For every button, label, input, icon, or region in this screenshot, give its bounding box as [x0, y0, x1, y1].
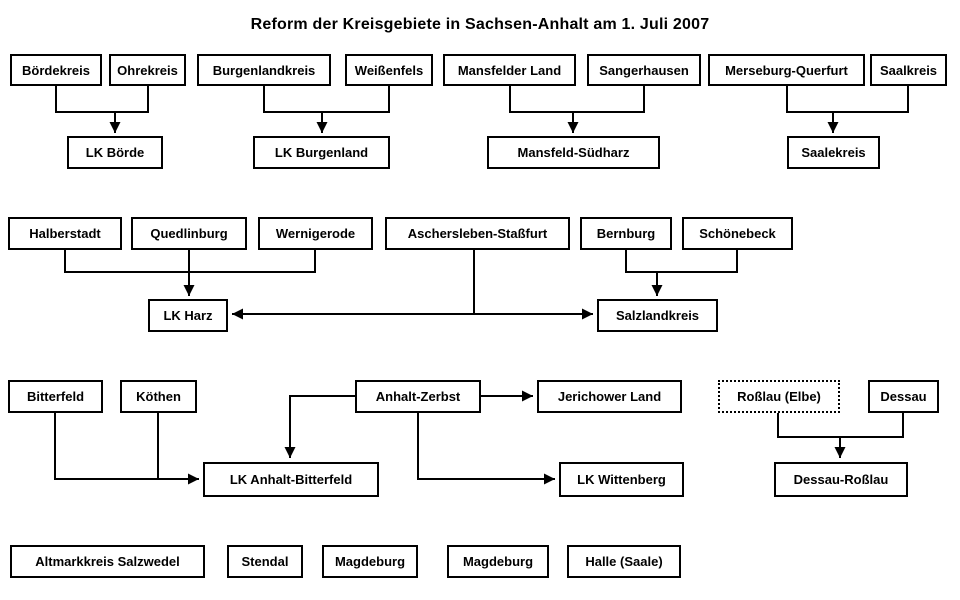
node-ohrekreis: Ohrekreis	[109, 54, 186, 86]
node-lk-boerde: LK Börde	[67, 136, 163, 169]
node-schoenebeck: Schönebeck	[682, 217, 793, 250]
node-altmarkkreis-salzwedel: Altmarkkreis Salzwedel	[10, 545, 205, 578]
node-weissenfels: Weißenfels	[345, 54, 433, 86]
node-quedlinburg: Quedlinburg	[131, 217, 247, 250]
node-dessau: Dessau	[868, 380, 939, 413]
edge-merge-boerde-bracket	[55, 86, 149, 113]
edge-anhalt-zerbst-to-anhalt-bitterfeld	[284, 395, 355, 458]
node-lk-harz: LK Harz	[148, 299, 228, 332]
node-lk-burgenland: LK Burgenland	[253, 136, 390, 169]
node-saalekreis: Saalekreis	[787, 136, 880, 169]
edge-anhalt-zerbst-to-wittenberg	[417, 413, 555, 485]
node-burgenlandkreis: Burgenlandkreis	[197, 54, 331, 86]
node-rosslau-elbe: Roßlau (Elbe)	[718, 380, 840, 413]
node-stendal: Stendal	[227, 545, 303, 578]
node-salzlandkreis: Salzlandkreis	[597, 299, 718, 332]
node-koethen: Köthen	[120, 380, 197, 413]
node-dessau-rosslau: Dessau-Roßlau	[774, 462, 908, 497]
node-magdeburg-1: Magdeburg	[322, 545, 418, 578]
node-aschersleben-stassfurt: Aschersleben-Staßfurt	[385, 217, 570, 250]
node-boerdekreis: Bördekreis	[10, 54, 102, 86]
edge-merge-salzland-bracket	[625, 250, 738, 273]
node-sangerhausen: Sangerhausen	[587, 54, 701, 86]
edge-bitterfeld-koethen-arrow	[54, 413, 199, 485]
node-lk-anhalt-bitterfeld: LK Anhalt-Bitterfeld	[203, 462, 379, 497]
node-mansfelder-land: Mansfelder Land	[443, 54, 576, 86]
edge-merge-saalekreis-bracket	[786, 86, 909, 113]
node-bernburg: Bernburg	[580, 217, 672, 250]
node-bitterfeld: Bitterfeld	[8, 380, 103, 413]
node-mansfeld-suedharz: Mansfeld-Südharz	[487, 136, 660, 169]
node-anhalt-zerbst: Anhalt-Zerbst	[355, 380, 481, 413]
page-title: Reform der Kreisgebiete in Sachsen-Anhal…	[250, 16, 710, 33]
node-wernigerode: Wernigerode	[258, 217, 373, 250]
node-magdeburg-2: Magdeburg	[447, 545, 549, 578]
node-saalkreis: Saalkreis	[870, 54, 947, 86]
node-halle-saale: Halle (Saale)	[567, 545, 681, 578]
node-merseburg-querfurt: Merseburg-Querfurt	[708, 54, 865, 86]
edge-merge-burgenland-bracket	[263, 86, 390, 113]
node-halberstadt: Halberstadt	[8, 217, 122, 250]
edge-merge-mansfeld-bracket	[509, 86, 645, 113]
node-jerichower-land: Jerichower Land	[537, 380, 682, 413]
node-lk-wittenberg: LK Wittenberg	[559, 462, 684, 497]
